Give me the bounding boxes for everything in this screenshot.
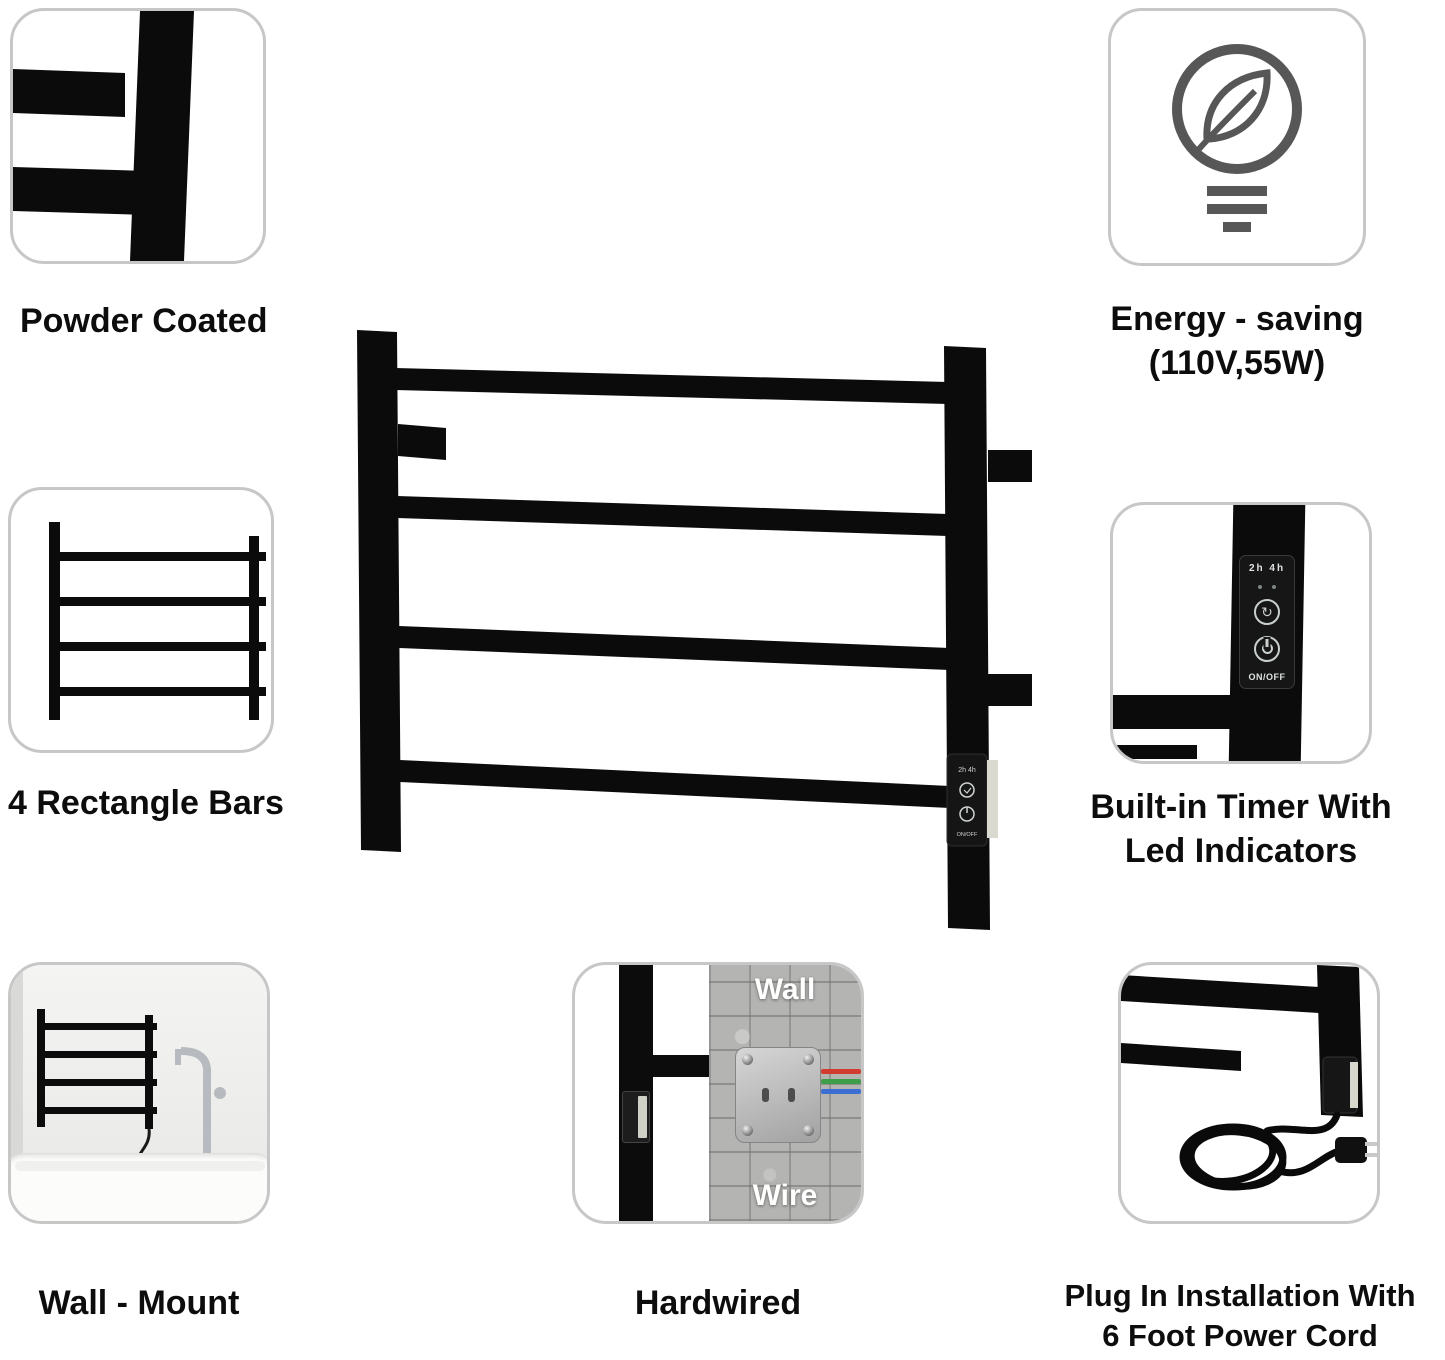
wire-red — [821, 1069, 861, 1074]
rack-panel-timer-text: 2h 4h — [958, 767, 976, 774]
caption-energy-line2: (110V,55W) — [1148, 343, 1326, 382]
towel-warmer-product-image: 2h 4h ON/OFF — [357, 330, 1032, 930]
timer-button: ↻ — [1254, 599, 1280, 625]
wire-blue — [821, 1089, 861, 1094]
timer-closeup-bar2 — [1113, 745, 1197, 759]
junction-plate — [735, 1047, 821, 1143]
tile-rectangle-bars — [8, 487, 274, 753]
closeup-bracket — [13, 69, 125, 117]
led-dot — [1272, 584, 1276, 589]
power-button — [1254, 635, 1280, 662]
rack-left-post — [357, 330, 401, 852]
rack-bar-3 — [399, 626, 950, 670]
caption-builtin-timer: Built-in Timer With Led Indicators — [1041, 786, 1441, 873]
plug-in-closeup — [1121, 965, 1377, 1191]
caption-plug-line1: Plug In Installation With — [1064, 1278, 1416, 1313]
wall-label: Wall — [754, 973, 816, 1006]
rack-bar-1 — [395, 368, 948, 404]
plug-rack-panel — [1322, 1056, 1358, 1114]
timer-led-dots — [1258, 584, 1276, 589]
tile-builtin-timer: 2h 4h ↻ ON/OFF — [1110, 502, 1372, 764]
closeup-post — [130, 11, 194, 261]
mini-rack-bar-2 — [60, 597, 266, 606]
rectangle-bars-drawing — [49, 522, 266, 720]
rack-control-panel: 2h 4h ON/OFF — [946, 753, 998, 847]
tile-wall-mount — [8, 962, 270, 1224]
caption-hardwired: Hardwired — [634, 1284, 802, 1322]
caption-timer-line2: Led Indicators — [1124, 831, 1358, 870]
energy-bulb-leaf-icon — [1172, 44, 1302, 232]
rack-right-bracket-top — [988, 450, 1032, 482]
plug-rack-bar-2 — [1121, 1043, 1241, 1071]
caption-energy-line1: Energy - saving — [1110, 300, 1364, 338]
caption-timer-line1: Built-in Timer With — [1090, 788, 1392, 826]
timer-icon: ↻ — [1261, 603, 1273, 620]
bathtub-rim — [15, 1161, 265, 1171]
timer-control-panel: 2h 4h ↻ ON/OFF — [1239, 555, 1295, 689]
tile-energy-saving — [1108, 8, 1366, 266]
mini-rack-right-post — [249, 536, 259, 720]
plate-slot — [788, 1088, 795, 1102]
hardwired-rack-panel — [622, 1091, 650, 1143]
plug-rack-bar-1 — [1121, 975, 1319, 1013]
caption-rectangle-bars: 4 Rectangle Bars — [8, 784, 284, 822]
wall-mounted-rack — [37, 1009, 157, 1162]
plate-slot — [762, 1088, 769, 1102]
rack-left-bracket — [398, 424, 446, 460]
stone-wall — [709, 965, 861, 1221]
leaf-icon — [1203, 69, 1271, 143]
caption-powder-coated: Powder Coated — [20, 302, 268, 340]
screw — [803, 1054, 814, 1065]
timer-closeup-bar — [1113, 695, 1237, 729]
hardwired-rack-bar — [653, 1055, 711, 1077]
bathroom-corner-shade — [11, 965, 23, 1161]
screw — [742, 1054, 753, 1065]
tile-powder-coated — [10, 8, 266, 264]
rack-bar-2 — [397, 496, 948, 536]
mini-rack-bar-1 — [60, 552, 266, 561]
panel-sticker — [638, 1096, 647, 1138]
bathroom-scene — [37, 1009, 226, 1162]
tile-hardwired: Wall Wire — [572, 962, 864, 1224]
rack-right-bracket-bottom — [988, 674, 1032, 706]
screw — [742, 1125, 753, 1136]
power-icon — [1261, 643, 1273, 654]
timer-leds-label: 2h 4h — [1248, 563, 1286, 574]
caption-plug-in: Plug In Installation With 6 Foot Power C… — [1040, 1276, 1440, 1355]
onoff-label: ON/OFF — [1248, 672, 1286, 682]
closeup-bar — [13, 167, 147, 215]
tile-plug-in — [1118, 962, 1380, 1224]
caption-plug-line2: 6 Foot Power Cord — [1102, 1317, 1378, 1353]
tub-faucet — [175, 1047, 226, 1157]
caption-energy-saving: Energy - saving (110V,55W) — [1037, 298, 1437, 385]
caption-wall-mount: Wall - Mount — [38, 1284, 240, 1322]
rack-panel-onoff-text: ON/OFF — [957, 832, 978, 838]
powder-coated-closeup — [13, 11, 194, 261]
screw — [803, 1125, 814, 1136]
mini-rack-left-post — [49, 522, 60, 720]
power-cord-coil — [1179, 1111, 1343, 1191]
rack-bar-4 — [400, 760, 950, 808]
mini-rack-bar-4 — [60, 687, 266, 696]
mini-rack-bar-3 — [60, 642, 266, 651]
power-plug — [1335, 1137, 1377, 1163]
wire-label: Wire — [752, 1179, 818, 1212]
wire-green — [821, 1079, 861, 1084]
led-dot — [1258, 584, 1262, 589]
